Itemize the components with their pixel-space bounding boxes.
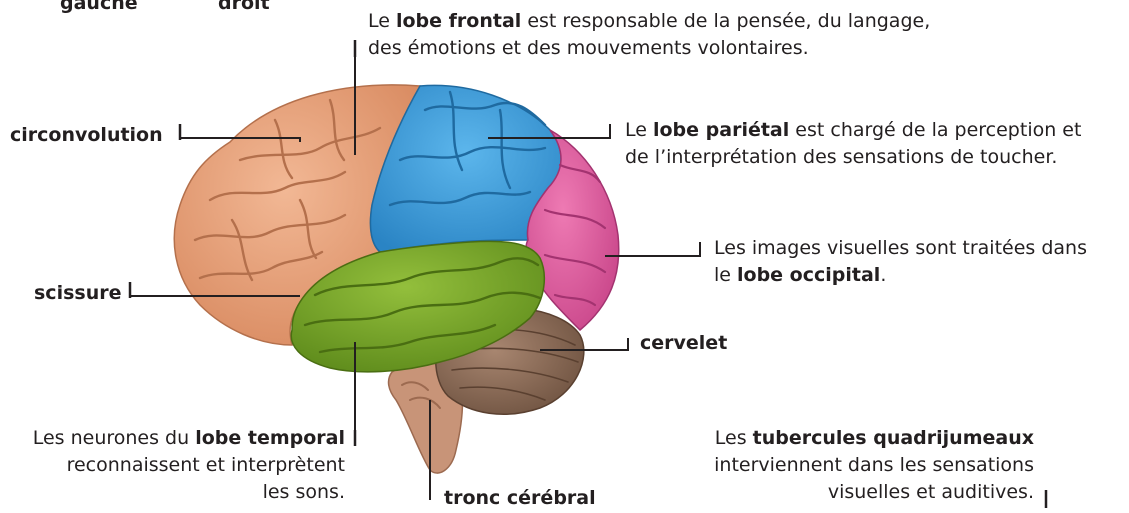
occipital-caption: Les images visuelles sont traitées dans …: [714, 235, 1087, 289]
label-droit: droit: [218, 0, 270, 17]
label-cervelet: cervelet: [640, 330, 727, 357]
label-tronc-cerebral: tronc cérébral: [444, 485, 596, 512]
tubercules-pre: Les: [715, 427, 753, 449]
temporal-caption-line3: les sons.: [33, 479, 345, 506]
parietal-pre: Le: [625, 119, 653, 141]
tubercules-caption-line1: Les tubercules quadrijumeaux: [714, 425, 1034, 452]
occipital-caption-line1: Les images visuelles sont traitées dans: [714, 235, 1087, 262]
frontal-pre: Le: [368, 10, 396, 32]
tubercules-caption-line2: interviennent dans les sensations: [714, 452, 1034, 479]
tubercules-caption: Les tubercules quadrijumeaux intervienne…: [714, 425, 1034, 506]
parietal-caption-line1: Le lobe pariétal est chargé de la percep…: [625, 117, 1081, 144]
frontal-post: est responsable de la pensée, du langage…: [521, 10, 930, 32]
parietal-caption: Le lobe pariétal est chargé de la percep…: [625, 117, 1081, 171]
occipital-pre: le: [714, 264, 737, 286]
occipital-term: lobe occipital: [737, 264, 880, 286]
label-gauche: gauche: [60, 0, 138, 17]
label-circonvolution: circonvolution: [10, 122, 163, 149]
frontal-caption-line1: Le lobe frontal est responsable de la pe…: [368, 8, 930, 35]
parietal-term: lobe pariétal: [653, 119, 789, 141]
temporal-caption: Les neurones du lobe temporal reconnaiss…: [33, 425, 345, 506]
parietal-post: est chargé de la perception et: [789, 119, 1081, 141]
frontal-caption-line2: des émotions et des mouvements volontair…: [368, 35, 930, 62]
tubercules-caption-line3: visuelles et auditives.: [714, 479, 1034, 506]
temporal-caption-line2: reconnaissent et interprètent: [33, 452, 345, 479]
occipital-post: .: [880, 264, 886, 286]
temporal-pre: Les neurones du: [33, 427, 195, 449]
occipital-caption-line2: le lobe occipital.: [714, 262, 1087, 289]
frontal-caption: Le lobe frontal est responsable de la pe…: [368, 8, 930, 62]
frontal-term: lobe frontal: [396, 10, 521, 32]
label-scissure: scissure: [34, 280, 122, 307]
temporal-caption-line1: Les neurones du lobe temporal: [33, 425, 345, 452]
parietal-caption-line2: de l’interprétation des sensations de to…: [625, 144, 1081, 171]
tubercules-term: tubercules quadrijumeaux: [753, 427, 1034, 449]
temporal-term: lobe temporal: [195, 427, 345, 449]
